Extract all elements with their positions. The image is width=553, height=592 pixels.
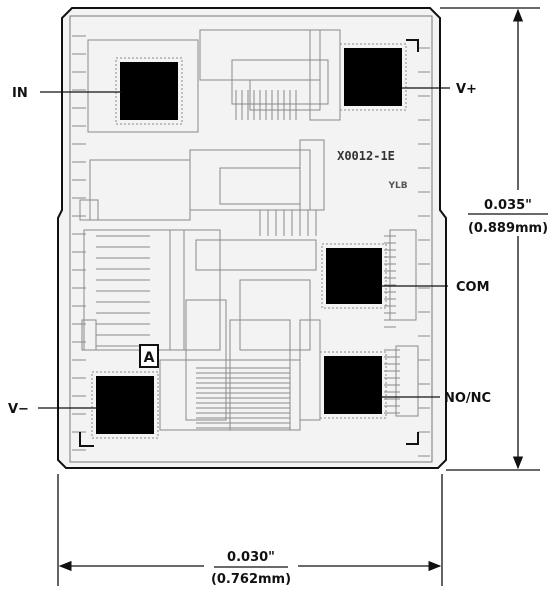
height-mm: (0.889mm) <box>468 221 548 236</box>
height-dimension <box>440 7 548 471</box>
pad-com <box>326 248 382 304</box>
circuit-texture <box>72 29 430 457</box>
width-inch: 0.030" <box>227 550 275 565</box>
label-vplus: V+ <box>456 82 477 97</box>
die-marking: X0012-1E <box>337 149 395 163</box>
label-vminus: V− <box>8 402 29 417</box>
label-in: IN <box>12 86 28 101</box>
pad-vplus <box>344 48 402 106</box>
pad-nonc <box>324 356 382 414</box>
leader-lines <box>38 87 450 409</box>
pad-in <box>120 62 178 120</box>
height-inch: 0.035" <box>484 198 532 213</box>
corner-logo-box <box>139 344 159 368</box>
label-nonc: NO/NC <box>444 391 491 406</box>
width-dimension <box>57 474 443 586</box>
pad-vminus <box>96 376 154 434</box>
die-mark-small: YLB <box>387 181 407 191</box>
corner-logo: A <box>144 350 155 366</box>
label-com: COM <box>456 280 490 295</box>
width-mm: (0.762mm) <box>211 572 291 587</box>
